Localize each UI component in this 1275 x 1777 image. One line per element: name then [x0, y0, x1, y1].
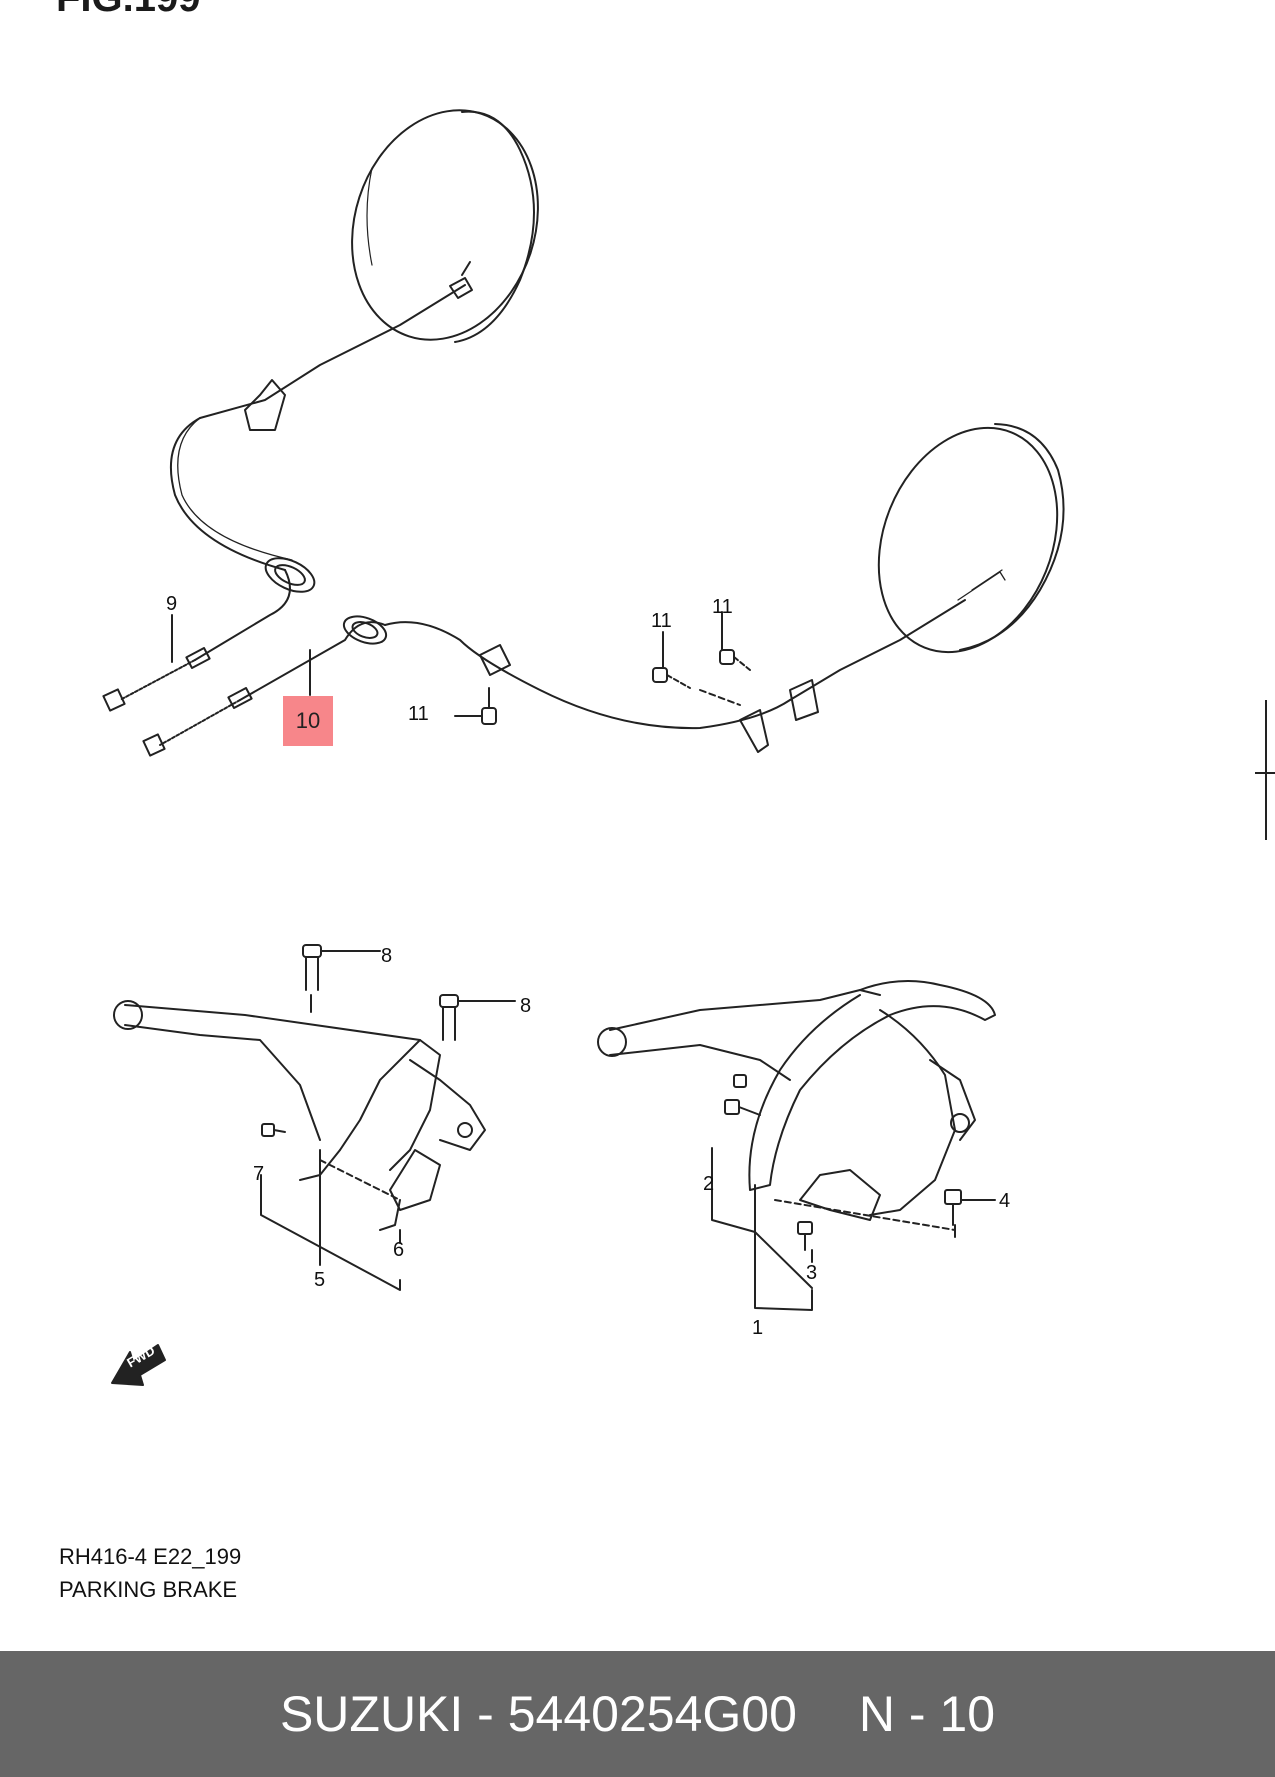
callout-11-c: 11 — [408, 703, 429, 725]
callout-11-b: 11 — [712, 596, 733, 618]
diagram-code: RH416-4 E22_199 — [59, 1544, 242, 1569]
callout-3: 3 — [806, 1262, 818, 1284]
callout-10: 10 — [295, 708, 321, 733]
callout-2: 2 — [703, 1173, 715, 1195]
callout-9: 9 — [166, 593, 178, 615]
footer-part-number: SUZUKI - 5440254G00 — [279, 1686, 797, 1742]
cable-9 — [102, 261, 473, 712]
callout-5: 5 — [314, 1269, 326, 1291]
upper-leader-lines — [171, 611, 723, 696]
callout-1: 1 — [752, 1317, 764, 1339]
lever-assembly-left — [113, 944, 516, 1291]
callout-11-a: 11 — [651, 610, 672, 632]
footer-bar: SUZUKI - 5440254G00 N - 10 — [0, 1651, 1275, 1777]
rear-left-brake-drum — [351, 109, 539, 343]
figure-title: FIG.199 — [56, 0, 201, 18]
footer-reference: N - 10 — [858, 1686, 996, 1742]
callout-7: 7 — [253, 1163, 265, 1185]
lever-assembly-right — [597, 980, 996, 1311]
fwd-arrow-icon — [111, 1344, 166, 1386]
page-edge-mark — [1265, 700, 1275, 840]
callout-4: 4 — [999, 1190, 1011, 1212]
diagram-name: PARKING BRAKE — [59, 1577, 238, 1602]
rear-right-brake-drum — [877, 423, 1065, 654]
callout-6: 6 — [393, 1239, 405, 1261]
callout-8-b: 8 — [520, 995, 532, 1017]
page-edge-tick — [1255, 772, 1275, 774]
callout-10-highlight: 10 — [283, 696, 333, 746]
cable-10 — [142, 569, 1006, 757]
callout-8-a: 8 — [381, 945, 393, 967]
bolt-11-group — [454, 649, 751, 725]
